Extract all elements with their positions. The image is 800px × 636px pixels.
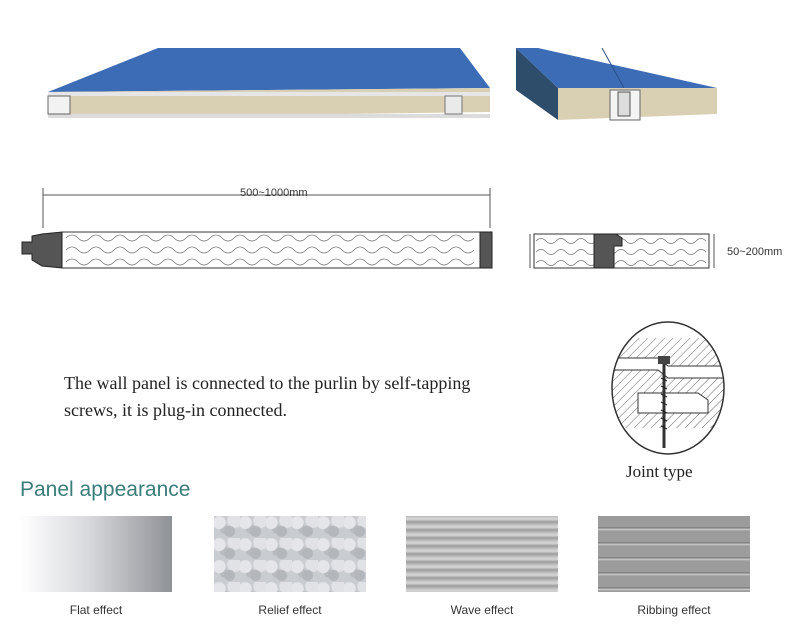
flat-effect-label: Flat effect: [69, 603, 123, 617]
description-line-1: The wall panel is connected to the purli…: [64, 373, 471, 393]
panel-3d-left: [47, 48, 490, 118]
relief-effect-swatch: [214, 516, 366, 592]
width-dimension-label: 500~1000mm: [240, 187, 308, 199]
panel-appearance-title: Panel appearance: [20, 478, 191, 501]
thickness-dimension-label: 50~200mm: [727, 246, 783, 258]
cross-section-width: [21, 188, 493, 269]
ribbing-effect-label: Ribbing effect: [637, 603, 711, 617]
cross-section-thickness: [529, 233, 715, 269]
ribbing-effect-swatch: [598, 516, 750, 592]
flat-effect-swatch: [20, 516, 172, 592]
wave-effect-swatch: [406, 516, 558, 592]
joint-detail-diagram: [611, 321, 725, 455]
wave-effect-label: Wave effect: [450, 603, 514, 617]
joint-type-label: Joint type: [626, 462, 693, 481]
relief-effect-label: Relief effect: [258, 603, 322, 617]
panel-3d-right: [516, 47, 717, 121]
description-line-2: screws, it is plug-in connected.: [64, 400, 287, 420]
